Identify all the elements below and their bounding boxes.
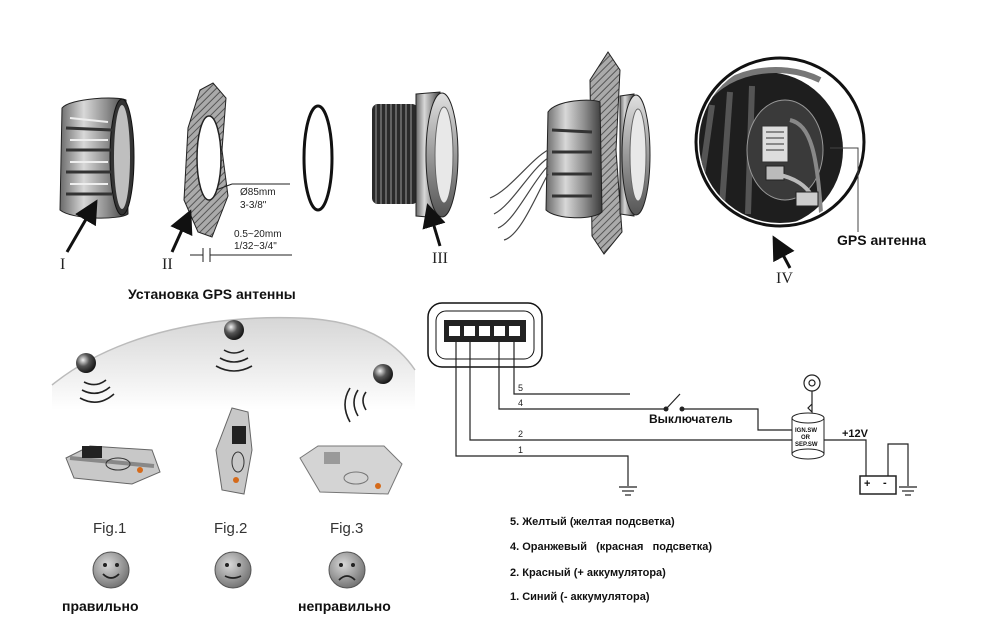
wire-4 [498, 342, 630, 410]
assembled-gauge [489, 51, 651, 255]
wire-number-1: 1 [518, 445, 524, 455]
satellite-left [76, 353, 96, 373]
fig2-antenna-vertical [215, 407, 253, 495]
legend-item-4: 4. Оранжевый (красная подсветка) [510, 541, 713, 553]
rear-view-detail [694, 56, 866, 232]
wire-5 [513, 342, 630, 395]
part-label-4: IV [776, 270, 793, 287]
thickness-mm: 0.5~20mm [234, 229, 282, 240]
bezel-ring [59, 97, 135, 219]
thickness-in: 1/32~3/4" [234, 241, 277, 252]
signal-waves-right [344, 387, 367, 423]
satellite-center [224, 320, 244, 340]
wire-1 [455, 342, 629, 486]
ignition-switch [791, 412, 825, 460]
part-label-1: I [60, 256, 66, 273]
verdict-correct: правильно [62, 598, 139, 614]
signal-waves-center [215, 349, 253, 372]
diameter-in: 3-3/8" [240, 200, 267, 211]
arrow-part-2 [170, 209, 193, 253]
legend-item-2: 2. Красный (+ аккумулятора) [510, 567, 666, 579]
dimension-lines [190, 183, 292, 262]
install-title: Установка GPS антенны [128, 286, 296, 302]
diameter-mm: Ø85mm [240, 187, 276, 198]
ground-symbol-2 [899, 486, 917, 496]
ignition-label-1: IGN.SW [795, 428, 817, 434]
gps-placement-scene [51, 316, 416, 589]
ignition-label-3: SEP.SW [795, 442, 818, 448]
part-label-2: II [162, 256, 173, 273]
wire-number-5: 5 [518, 383, 524, 393]
arrow-part-1 [65, 199, 98, 253]
mounting-panel [183, 82, 229, 238]
fig1-antenna-horizontal [65, 445, 161, 485]
satellite-right [373, 364, 393, 384]
neutral-face-icon [214, 551, 252, 589]
battery-plus: + [864, 478, 871, 490]
gps-antenna-label: GPS антенна [837, 232, 927, 248]
ground-symbol-1 [619, 486, 637, 496]
ignition-label-2: OR [801, 435, 810, 441]
arrow-part-3 [422, 203, 446, 247]
voltage-label: +12V [842, 428, 868, 440]
part-label-3: III [432, 250, 448, 267]
smiley-face-icon [92, 551, 130, 589]
battery-minus: - [883, 477, 887, 489]
switch-lever [665, 393, 681, 410]
wiring-diagram [427, 302, 917, 496]
legend-item-1: 1. Синий (- аккумулятора) [510, 591, 650, 603]
wire-number-2: 2 [518, 429, 524, 439]
sad-face-icon [328, 551, 366, 589]
o-ring [302, 104, 334, 212]
wire-number-4: 4 [518, 398, 524, 408]
fig-3-label: Fig.3 [330, 520, 364, 537]
battery [859, 475, 897, 495]
fig-2-label: Fig.2 [214, 520, 248, 537]
legend-item-5: 5. Желтый (желтая подсветка) [510, 516, 675, 528]
fig3-antenna-inverted [299, 445, 403, 495]
switch-label: Выключатель [649, 412, 733, 426]
verdict-wrong: неправильно [298, 598, 391, 614]
signal-waves-left [79, 379, 115, 403]
threaded-housing [372, 91, 459, 219]
arrow-part-4 [772, 235, 795, 269]
wire-2 [469, 342, 792, 441]
fig-1-label: Fig.1 [93, 520, 127, 537]
